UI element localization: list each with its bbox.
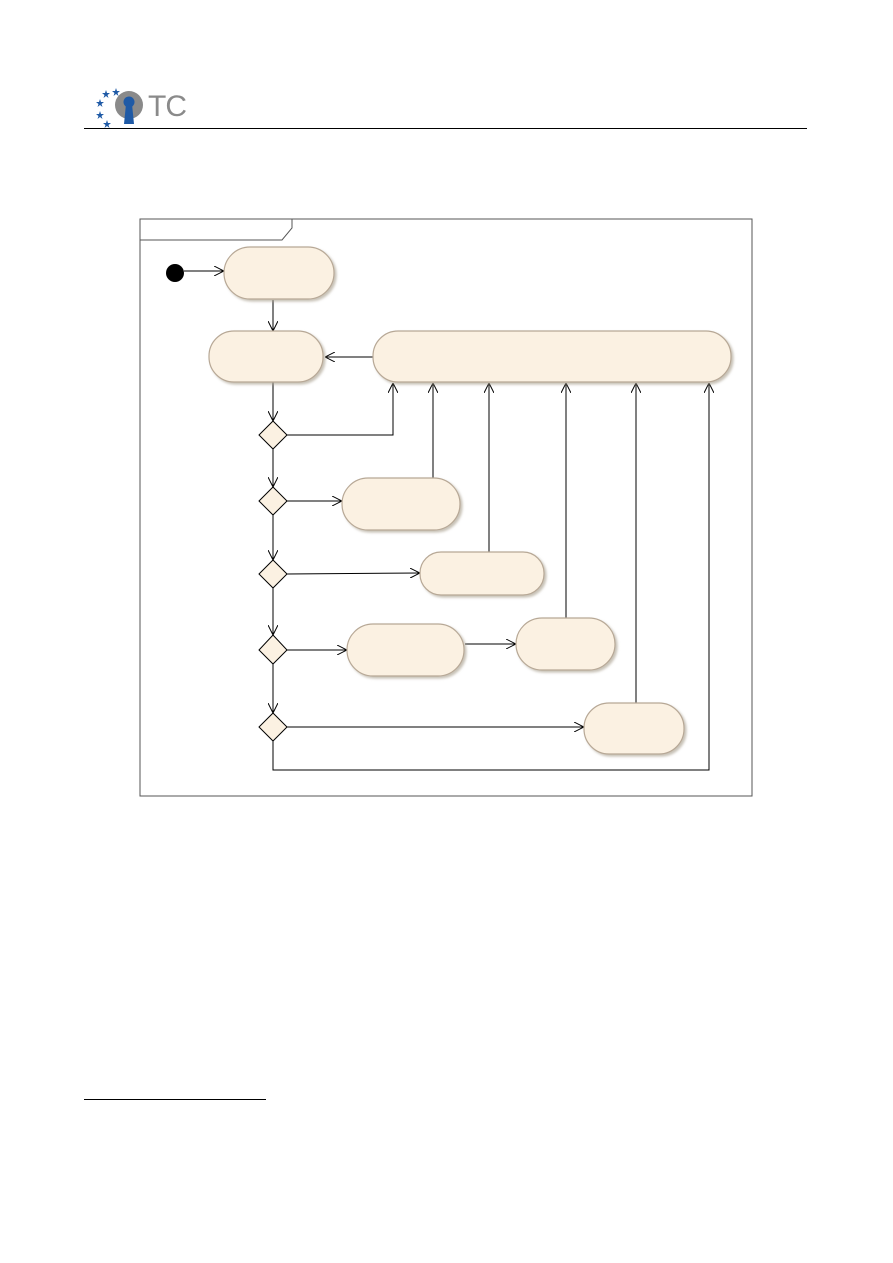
initial-node (166, 264, 184, 282)
logo: TC (96, 86, 196, 130)
action-4 (341, 477, 461, 531)
action-6 (346, 623, 465, 677)
action-1 (223, 246, 335, 300)
flow-edges (184, 271, 709, 771)
edge-decision-3-to-action-5 (286, 573, 420, 574)
action-nodes (208, 246, 732, 755)
decision-node-5 (258, 712, 288, 742)
decision-nodes (258, 420, 288, 742)
keyhole-stars-icon (96, 88, 143, 128)
action-5 (419, 551, 545, 596)
action-3 (372, 330, 732, 383)
logo-text: TC (148, 90, 187, 123)
decision-node-4 (258, 634, 288, 665)
decision-node-2 (258, 486, 288, 516)
action-7 (515, 617, 616, 671)
decision-node-3 (258, 559, 288, 589)
action-8 (583, 702, 685, 755)
header-rule (84, 128, 807, 129)
diagram-frame (139, 218, 753, 797)
decision-node-1 (258, 420, 288, 450)
edge-decision-5-to-action-3 (272, 383, 709, 771)
edge-decision-1-to-action-3 (287, 383, 393, 436)
action-2 (208, 330, 324, 383)
footnote-rule (84, 1099, 266, 1100)
frame-label-tab (140, 219, 293, 241)
